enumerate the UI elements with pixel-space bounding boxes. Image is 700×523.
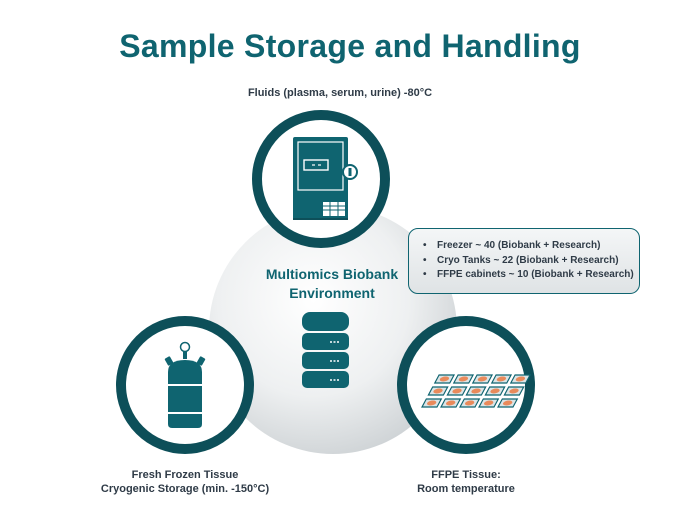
info-box: Freezer ~ 40 (Biobank + Research) Cryo T… bbox=[408, 228, 640, 294]
tissue-sample bbox=[483, 400, 494, 406]
tissue-sample bbox=[458, 376, 469, 382]
ffpe-label-line2: Room temperature bbox=[417, 483, 515, 495]
tissue-cassettes-icon bbox=[421, 374, 532, 408]
tissue-sample bbox=[509, 388, 519, 394]
cryo-label-line1: Fresh Frozen Tissue bbox=[131, 469, 239, 481]
freezer-node bbox=[252, 110, 390, 248]
tissue-sample bbox=[502, 400, 513, 406]
cryo-tank-icon bbox=[164, 341, 206, 428]
tissue-sample bbox=[445, 400, 456, 406]
tissue-sample bbox=[464, 400, 475, 406]
tissue-sample bbox=[496, 376, 507, 382]
page-title: Sample Storage and Handling bbox=[119, 28, 581, 64]
ffpe-node bbox=[397, 316, 535, 454]
info-item-ffpe: FFPE cabinets ~ 10 (Biobank + Research) bbox=[423, 268, 634, 283]
tissue-sample bbox=[471, 388, 481, 394]
info-item-cryo: Cryo Tanks ~ 22 (Biobank + Research) bbox=[423, 254, 631, 269]
cryo-node bbox=[116, 316, 254, 454]
cryo-label: Fresh Frozen Tissue Cryogenic Storage (m… bbox=[60, 468, 310, 496]
ffpe-label: FFPE Tissue: Room temperature bbox=[366, 468, 566, 496]
center-label: Multiomics Biobank Environment bbox=[232, 265, 432, 303]
tissue-sample bbox=[439, 376, 450, 382]
info-list: Freezer ~ 40 (Biobank + Research) Cryo T… bbox=[423, 239, 634, 283]
info-item-freezer: Freezer ~ 40 (Biobank + Research) bbox=[423, 239, 631, 254]
center-label-line2: Environment bbox=[289, 285, 375, 301]
cryo-label-line2: Cryogenic Storage (min. -150°C) bbox=[100, 483, 270, 495]
tissue-sample bbox=[426, 400, 437, 406]
tissue-sample bbox=[433, 388, 443, 394]
center-label-line1: Multiomics Biobank bbox=[265, 266, 399, 282]
freezer-icon bbox=[293, 137, 358, 220]
tissue-sample bbox=[515, 376, 526, 382]
tissue-sample bbox=[477, 376, 488, 382]
tissue-sample bbox=[452, 388, 462, 394]
tissue-sample bbox=[490, 388, 500, 394]
ffpe-label-line1: FFPE Tissue: bbox=[431, 469, 501, 481]
freezer-label: Fluids (plasma, serum, urine) -80°C bbox=[247, 87, 433, 99]
database-icon bbox=[302, 312, 349, 388]
